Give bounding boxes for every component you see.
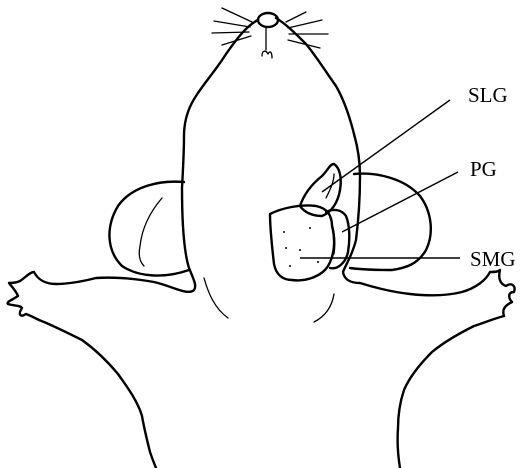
nose	[258, 13, 278, 58]
mouse-body-outline	[8, 18, 515, 468]
label-pg: PG	[470, 157, 497, 181]
left-ear	[109, 182, 189, 276]
submandibular-gland	[270, 205, 334, 280]
slg-leader-line	[322, 100, 450, 192]
label-slg: SLG	[468, 83, 508, 107]
parotid-gland	[326, 210, 349, 268]
whiskers-left	[212, 8, 252, 45]
label-smg: SMG	[470, 247, 516, 271]
smg-stipple	[283, 227, 319, 267]
